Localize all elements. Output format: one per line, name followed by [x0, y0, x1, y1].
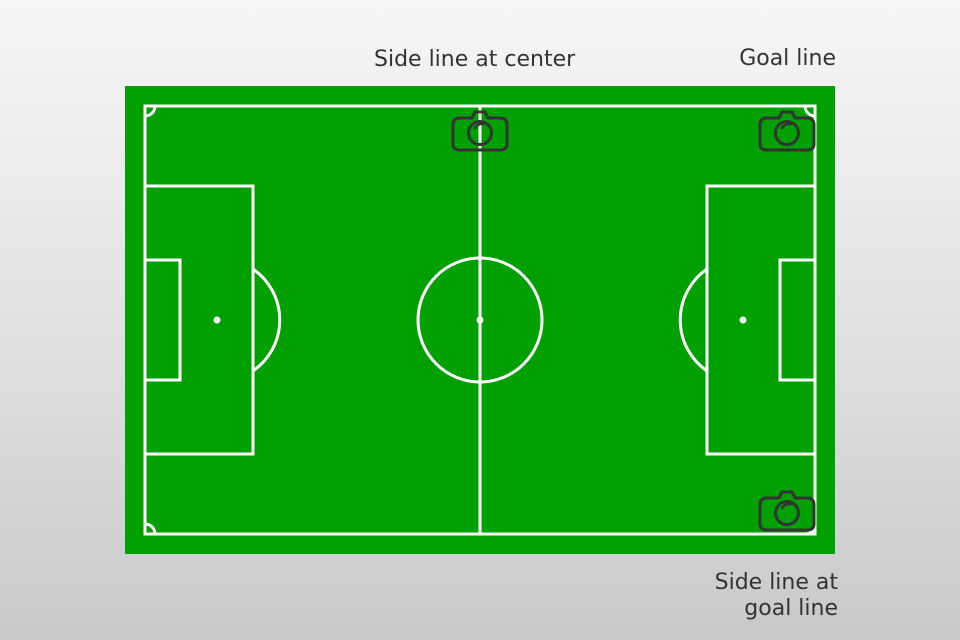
label-side-line-at-goal-line-2: goal line [744, 596, 838, 621]
corner-arc-bottom-left [144, 522, 157, 535]
right-goal-area [778, 258, 817, 382]
corner-arc-top-right [803, 105, 816, 118]
label-side-line-at-center: Side line at center [374, 47, 576, 72]
center-circle [416, 256, 544, 384]
left-goal-area [143, 258, 182, 382]
label-side-line-at-goal-line: Side line at goal line [715, 570, 838, 622]
left-penalty-spot [213, 316, 221, 324]
label-side-line-at-goal-line-1: Side line at [714, 570, 838, 595]
left-penalty-arc [252, 267, 282, 373]
right-penalty-arc [678, 267, 708, 373]
corner-arc-top-left [144, 105, 157, 118]
label-goal-line: Goal line [739, 46, 836, 71]
soccer-pitch [125, 86, 835, 554]
right-penalty-spot [739, 316, 747, 324]
center-spot [476, 316, 484, 324]
